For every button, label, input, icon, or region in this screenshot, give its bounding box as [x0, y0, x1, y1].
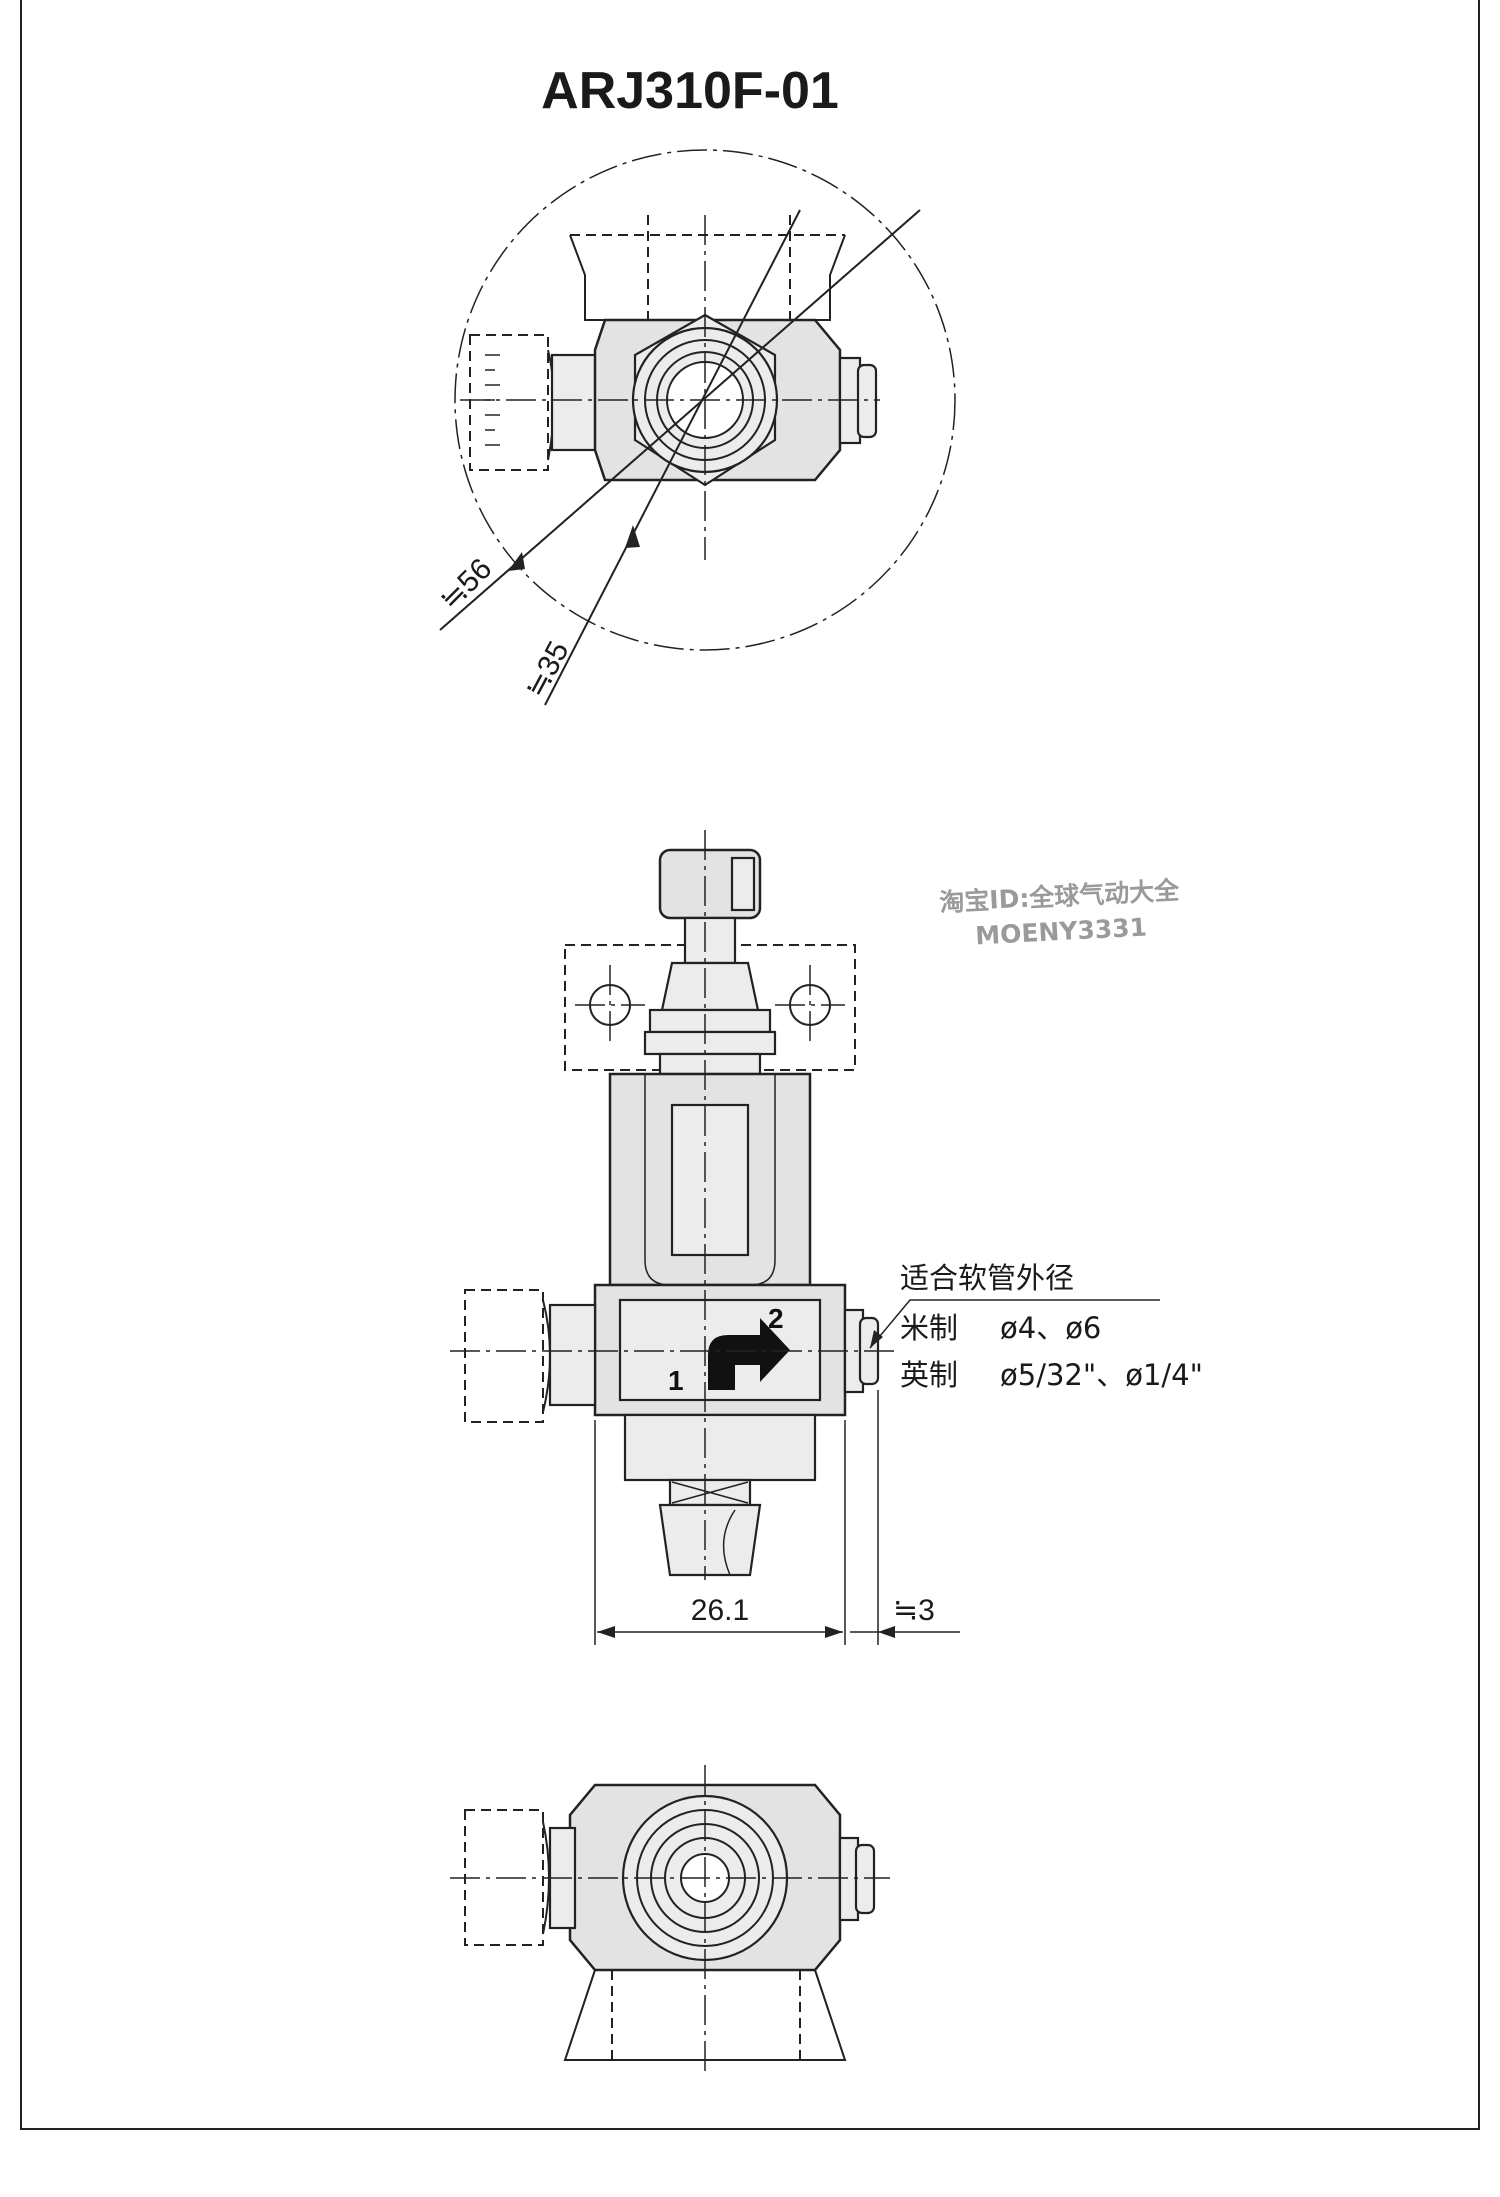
port-2-label: 2 — [768, 1303, 784, 1334]
watermark: 淘宝ID:全球气动大全 MOENY3331 — [939, 876, 1181, 951]
port-1-label: 1 — [668, 1365, 684, 1396]
right-fitting-bottom — [854, 1843, 876, 1915]
dimension-dia-56: ≒56 — [434, 552, 499, 617]
dia35-leader — [544, 209, 801, 706]
threaded-stem — [658, 1503, 762, 1577]
metric-value: ø4、ø6 — [1000, 1311, 1101, 1345]
inch-label: 英制 — [900, 1358, 958, 1392]
gauge-window — [670, 1103, 750, 1257]
dimension-fitting-offset: ≒3 — [893, 1594, 935, 1627]
left-fitting-phantom — [469, 334, 549, 471]
flow-direction-arrow — [708, 1318, 790, 1390]
tube-od-heading: 适合软管外径 — [900, 1261, 1074, 1295]
top-view: ≒56 ≒35 — [434, 149, 956, 706]
front-view: 1 2 26.1 ≒3 适合软管外径 米制 ø4、ø6 — [450, 830, 1203, 1645]
drawing-title: ARJ310F-01 — [541, 62, 839, 120]
left-fitting-phantom-front — [464, 1289, 544, 1423]
right-fitting — [856, 363, 878, 439]
watermark-line-2: MOENY3331 — [975, 912, 1148, 950]
left-fitting-collet — [550, 353, 599, 452]
inch-value: ø5/32"、ø1/4" — [1000, 1358, 1203, 1392]
dimension-dia-35: ≒35 — [519, 636, 576, 703]
dimension-body-width: 26.1 — [691, 1594, 749, 1627]
outer-rotation-circle — [454, 149, 956, 651]
metric-label: 米制 — [900, 1311, 958, 1345]
bottom-view — [450, 1765, 890, 2075]
note-leader — [869, 1299, 1160, 1349]
drawing-frame — [20, 0, 1480, 2130]
watermark-line-1: 淘宝ID:全球气动大全 — [939, 876, 1181, 918]
mounting-bracket-phantom — [564, 944, 856, 1071]
